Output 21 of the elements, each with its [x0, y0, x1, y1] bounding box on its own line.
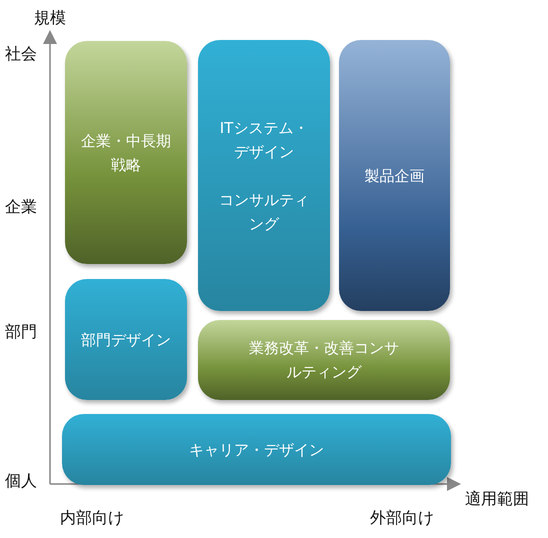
axis-label: 部門: [5, 322, 37, 342]
category-box: [65, 41, 187, 264]
axis-label: 社会: [5, 44, 37, 64]
box-label: キャリア・デザイン: [189, 440, 324, 460]
box-label: 製品企画: [364, 166, 424, 186]
axis-label: 内部向け: [60, 508, 124, 528]
axis-label: 企業: [5, 197, 37, 217]
box-label: コンサルティング: [218, 190, 310, 234]
box-label: 業務改革・改善コンサルティング: [249, 338, 399, 383]
axis-title: 適用範囲: [465, 489, 529, 509]
category-box: [62, 414, 451, 485]
box-label: ITシステム・デザイン: [218, 118, 310, 162]
category-box: [198, 40, 330, 311]
category-box: [65, 279, 187, 400]
axis-title: 規模: [34, 8, 66, 28]
axis-label: 外部向け: [370, 508, 434, 528]
box-label: 部門デザイン: [81, 330, 171, 350]
category-box: [339, 40, 450, 311]
category-box: [198, 320, 450, 400]
box-label: 企業・中長期戦略: [80, 130, 172, 176]
axis-label: 個人: [5, 471, 37, 491]
